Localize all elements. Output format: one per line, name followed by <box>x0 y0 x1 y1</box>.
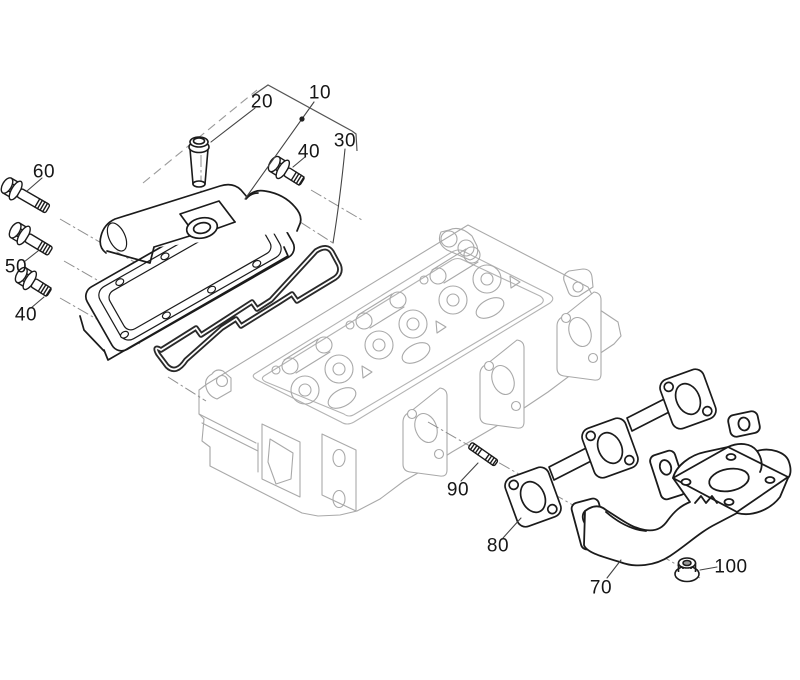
callout-100[interactable]: 100 <box>714 556 748 578</box>
callout-70[interactable]: 70 <box>589 577 613 599</box>
cylinder-head <box>198 224 622 517</box>
flange-nut <box>674 557 700 583</box>
callout-10[interactable]: 10 <box>308 82 332 104</box>
assembly-group-bracket <box>251 84 358 152</box>
flange-bolt-short <box>267 155 305 186</box>
callout-60[interactable]: 60 <box>32 161 56 183</box>
stud <box>468 442 499 467</box>
intake-manifold-gasket <box>153 245 343 373</box>
intake-manifold <box>79 183 302 361</box>
callout-40-upper[interactable]: 40 <box>297 141 321 163</box>
exhaust-manifold <box>570 410 792 567</box>
flange-bolt-short <box>14 266 52 297</box>
breather-tube <box>188 136 210 188</box>
exhaust-manifold-gasket <box>504 368 717 528</box>
callout-40-left[interactable]: 40 <box>14 304 38 326</box>
leader-lines <box>23 101 718 579</box>
exhaust-port-flanges <box>402 291 602 477</box>
assembly-reference-dot <box>299 116 305 122</box>
callout-50[interactable]: 50 <box>4 256 28 278</box>
callout-20[interactable]: 20 <box>250 91 274 113</box>
flange-bolt-long <box>0 177 51 214</box>
valve-gear-detail <box>271 246 521 409</box>
flange-bolt-medium <box>8 221 53 256</box>
callout-30[interactable]: 30 <box>333 130 357 152</box>
callout-80[interactable]: 80 <box>486 535 510 557</box>
callout-90[interactable]: 90 <box>446 479 470 501</box>
